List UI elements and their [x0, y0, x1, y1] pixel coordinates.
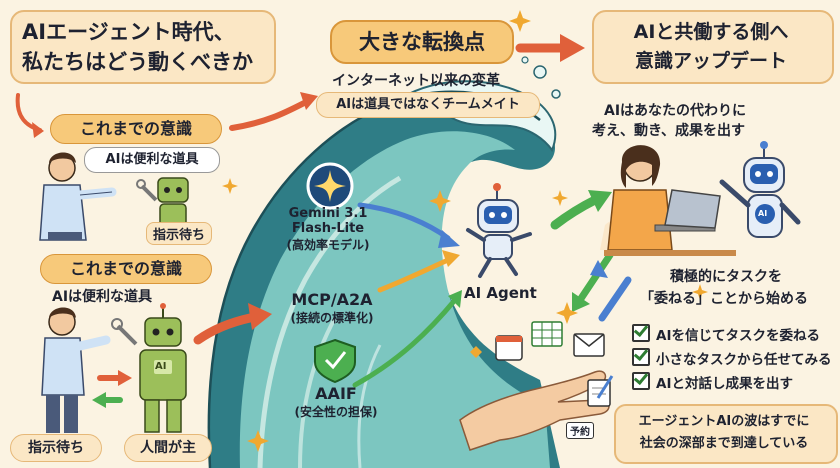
flow-arrows	[15, 34, 632, 408]
wave-item-gemini: Gemini 3.1 Flash-Lite (高効率モデル)	[272, 206, 384, 253]
delegate-line1: 積極的にタスクを	[670, 269, 782, 285]
checklist-item: AIと対話し成果を出す	[632, 372, 832, 396]
checkbox-checked-icon	[632, 372, 650, 390]
main-title-line2: 私たちはどう動くべきか	[22, 50, 253, 74]
checkbox-checked-icon	[632, 348, 650, 366]
collab-line2: 意識アップデート	[634, 50, 787, 72]
turning-point-heading: 大きな転換点	[330, 20, 514, 64]
footer-line1: エージェントAIの波はすでに	[638, 414, 810, 429]
mcp-line2: (接続の標準化)	[290, 311, 374, 325]
collab-desc-line1: AIはあなたの代わりに	[604, 103, 747, 119]
footer-line2: 社会の深部まで到達している	[639, 436, 809, 451]
turning-point-sub1: インターネット以来の変革	[332, 73, 500, 89]
collab-line1: AIと共働する側へ	[633, 21, 789, 43]
turning-point-sub2: AIは道具ではなくチームメイト	[316, 92, 540, 118]
shield-icon	[314, 338, 356, 384]
human-main-label: 人間が主	[124, 434, 212, 462]
action-checklist: AIを信じてタスクを委ねる 小さなタスクから任せてみる AIと対話し成果を出す	[632, 324, 832, 396]
gemini-line3: (高効率モデル)	[286, 238, 370, 252]
ai-agent-label: AI Agent	[464, 284, 537, 302]
checklist-item: AIを信じてタスクを委ねる	[632, 324, 832, 348]
collab-card	[592, 10, 834, 84]
aaif-line2: (安全性の担保)	[294, 405, 378, 419]
friendly-robot-illustration	[719, 141, 801, 238]
waiting-label-bottom: 指示待ち	[10, 434, 102, 462]
ai-agent-robot-illustration	[466, 183, 532, 278]
gemini-sparkle-icon	[306, 162, 354, 210]
sparkle-icons	[222, 10, 708, 452]
speech-bubble-top: AIは便利な道具	[84, 147, 220, 173]
delegate-line2: 「委ねる」ことから始める	[640, 291, 808, 307]
man-with-robot-top-illustration	[39, 152, 189, 241]
checkbox-checked-icon	[632, 324, 650, 342]
robot-ai-badge: AI	[155, 361, 167, 372]
past-mindset-label-top: これまでの意識	[50, 114, 222, 144]
bottom-speech-text: AIは便利な道具	[52, 289, 153, 305]
checklist-item: 小さなタスクから任せてみる	[632, 348, 832, 372]
friendly-robot-badge: AI	[758, 209, 768, 218]
main-title-card	[10, 10, 276, 84]
gemini-line1: Gemini 3.1	[288, 206, 368, 221]
mcp-line1: MCP/A2A	[291, 290, 373, 309]
man-with-robot-bottom-illustration	[41, 303, 187, 433]
collab-desc-line2: 考え、動き、成果を出す	[592, 123, 746, 139]
wave-item-mcp: MCP/A2A (接続の標準化)	[276, 290, 388, 326]
reservation-tag: 予約	[566, 422, 594, 439]
waiting-label-top: 指示待ち	[146, 222, 213, 245]
footer-card	[614, 404, 838, 464]
task-icons-cluster	[470, 302, 614, 407]
aaif-line1: AAIF	[315, 384, 357, 403]
main-title-line1: AIエージェント時代、	[22, 20, 235, 44]
wave-item-aaif: AAIF (安全性の担保)	[280, 384, 392, 420]
past-mindset-label-bottom: これまでの意識	[40, 254, 212, 284]
gemini-line2: Flash-Lite	[291, 221, 365, 236]
woman-at-laptop-illustration	[600, 145, 736, 256]
